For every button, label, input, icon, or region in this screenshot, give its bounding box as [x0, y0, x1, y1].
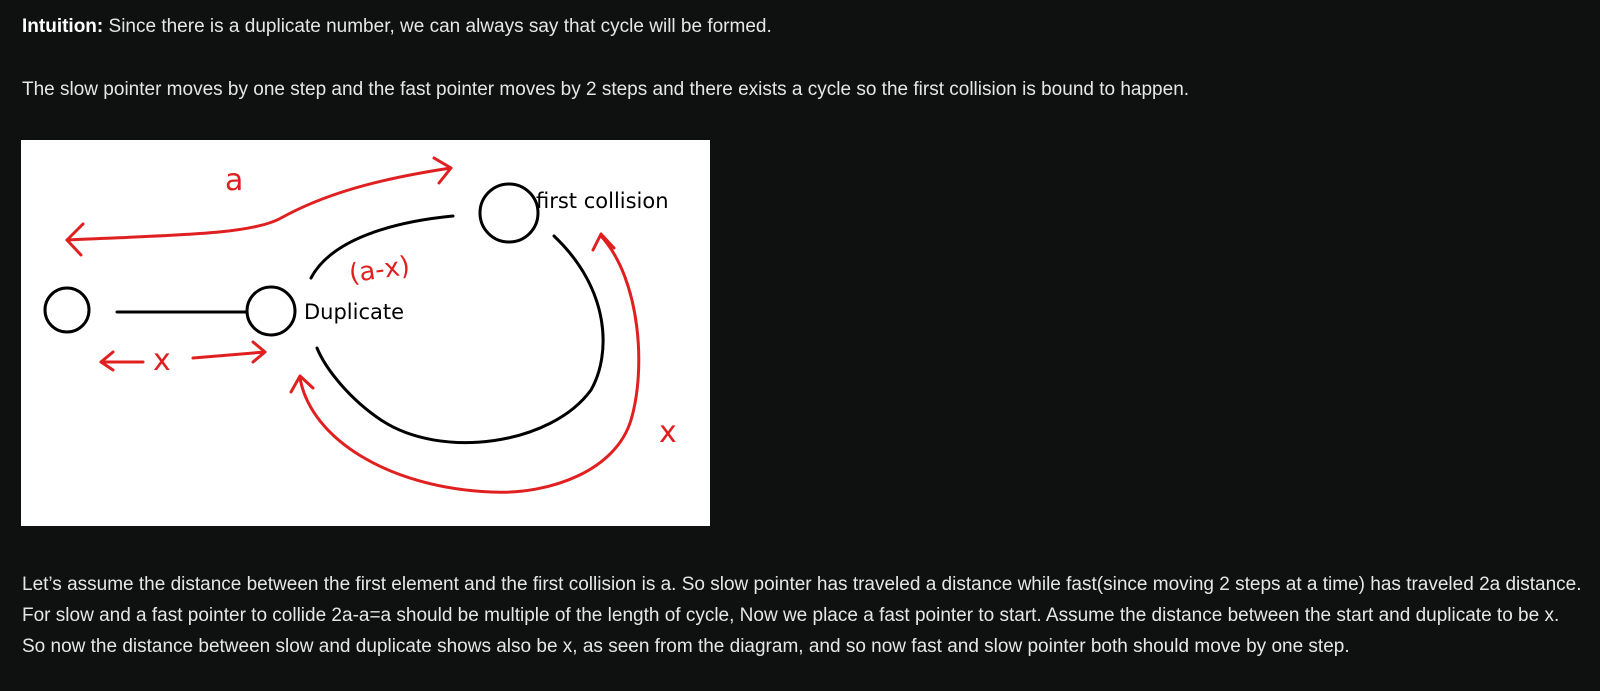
label-duplicate: Duplicate — [304, 300, 404, 324]
a-arrow-left-head — [65, 222, 85, 257]
label-x-right: x — [659, 415, 677, 450]
intuition-text: Since there is a duplicate number, we ca… — [103, 16, 772, 37]
explanation-paragraph: Let’s assume the distance between the fi… — [22, 574, 1582, 657]
fast-path-head-top — [591, 232, 616, 252]
a-distance-arrow — [65, 166, 453, 242]
intuition-paragraph: Intuition: Since there is a duplicate nu… — [22, 14, 772, 40]
cycle-upper-arc — [309, 214, 455, 280]
fast-path-head-bottom — [289, 374, 315, 394]
x-arrow-right-shaft — [191, 350, 267, 360]
duplicate-node — [245, 285, 297, 337]
label-first-collision: first collision — [536, 189, 669, 213]
intuition-label: Intuition: — [22, 16, 104, 37]
x-arrow-right-head — [251, 340, 267, 364]
first-collision-node — [478, 182, 540, 244]
cycle-diagram: a (a-x) x x first collision Duplicate — [43, 156, 677, 494]
fast-pointer-path-arrow — [298, 234, 641, 494]
label-a-minus-x: (a-x) — [347, 251, 412, 289]
pointer-explanation-paragraph: The slow pointer moves by one step and t… — [22, 79, 1190, 100]
cycle-lower-arc — [315, 234, 605, 445]
label-x-bottom: x — [153, 343, 171, 378]
label-a: a — [225, 163, 243, 198]
a-arrow-right-head — [432, 156, 453, 185]
start-node — [43, 286, 91, 334]
cycle-diagram-image: a (a-x) x x first collision Duplicate — [21, 140, 710, 526]
